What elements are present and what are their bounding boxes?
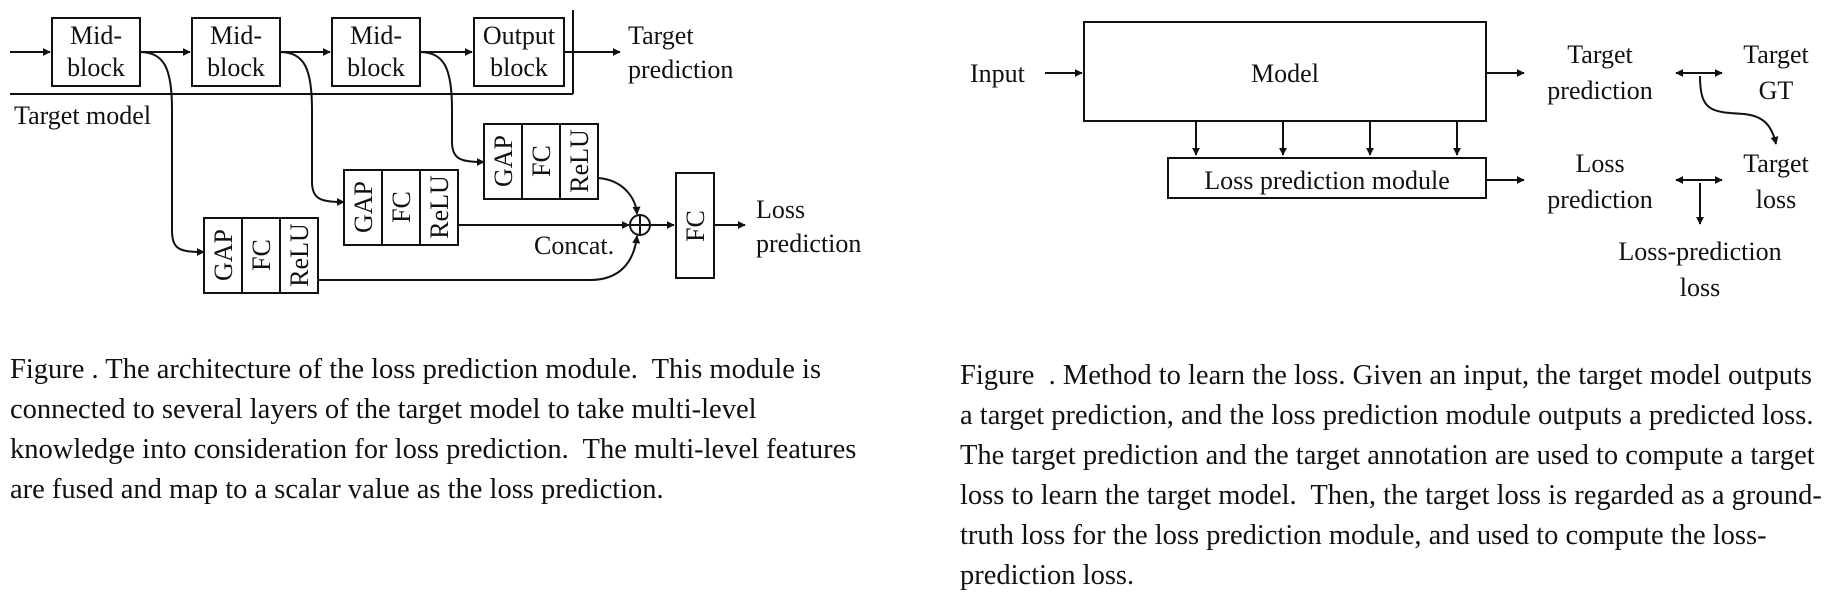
concat-node	[629, 214, 651, 236]
svg-text:Output: Output	[483, 21, 556, 50]
output-block: Output block	[473, 17, 565, 87]
svg-text:Mid-: Mid-	[210, 21, 262, 50]
fig2-target-prediction-label: Target prediction	[1547, 40, 1652, 105]
mid-block-1: Mid- block	[51, 17, 141, 87]
svg-text:prediction: prediction	[628, 55, 733, 84]
relu-label: ReLU	[285, 223, 314, 287]
gap-label: GAP	[489, 135, 518, 187]
fig1-target-prediction-label: Target prediction	[628, 21, 733, 84]
svg-text:prediction: prediction	[1547, 185, 1652, 214]
svg-text:Loss-prediction: Loss-prediction	[1618, 237, 1781, 266]
svg-text:Target: Target	[628, 21, 694, 50]
svg-text:FC: FC	[681, 210, 710, 242]
svg-text:Target: Target	[1743, 149, 1809, 178]
svg-text:Mid-: Mid-	[70, 21, 122, 50]
svg-text:Loss: Loss	[756, 195, 805, 224]
fig1-loss-prediction-label: Loss prediction	[756, 195, 861, 258]
target-gt-label: Target GT	[1743, 40, 1809, 105]
caption-label: Figure	[960, 360, 1035, 391]
fig2-loss-prediction-label: Loss prediction	[1547, 149, 1652, 214]
figure-1-diagram: Target model Mid- block Mid- block Mid- …	[10, 10, 861, 294]
mid-block-2: Mid- block	[191, 17, 281, 87]
svg-text:loss: loss	[1756, 185, 1796, 214]
gap-label: GAP	[349, 181, 378, 233]
figure-1-caption: Figure . The architecture of the loss pr…	[10, 350, 880, 510]
branch-connector-3	[419, 51, 485, 166]
svg-text:Target: Target	[1567, 40, 1633, 69]
svg-text:GT: GT	[1759, 76, 1794, 105]
svg-text:loss: loss	[1680, 273, 1720, 302]
gap-label: GAP	[209, 229, 238, 281]
svg-text:prediction: prediction	[756, 229, 861, 258]
figure-2-diagram: Input Model Loss prediction module Targe…	[970, 21, 1810, 302]
loss-prediction-loss-label: Loss-prediction loss	[1618, 237, 1781, 302]
caption-text: . Method to learn the loss. Given an inp…	[960, 360, 1822, 591]
fc-label: FC	[387, 191, 416, 223]
fc-label: FC	[527, 145, 556, 177]
branch-stack-3: GAP FC ReLU	[483, 123, 599, 200]
svg-text:block: block	[67, 53, 125, 82]
svg-text:Loss prediction module: Loss prediction module	[1204, 166, 1450, 195]
svg-text:block: block	[207, 53, 265, 82]
branch-stack-2: GAP FC ReLU	[343, 169, 459, 246]
branch-stack-1: GAP FC ReLU	[203, 217, 319, 294]
loss-prediction-module-box: Loss prediction module	[1167, 157, 1487, 199]
figure-2-caption: Figure . Method to learn the loss. Given…	[960, 356, 1826, 596]
target-loss-label: Target loss	[1743, 149, 1809, 214]
to-target-loss-arrow	[1699, 75, 1779, 145]
relu-label: ReLU	[565, 129, 594, 193]
svg-text:Target: Target	[1743, 40, 1809, 69]
mid-block-3: Mid- block	[331, 17, 421, 87]
concat-label: Concat.	[534, 231, 614, 260]
model-box: Model	[1083, 21, 1487, 122]
merge-line-3	[597, 177, 641, 215]
branch-connector-1	[139, 51, 205, 256]
caption-label: Figure	[10, 354, 85, 385]
final-fc-box: FC	[675, 172, 715, 279]
svg-text:block: block	[347, 53, 405, 82]
input-label: Input	[970, 59, 1026, 88]
relu-label: ReLU	[425, 175, 454, 239]
merge-line-1	[318, 235, 641, 281]
branch-connector-2	[279, 51, 345, 206]
svg-text:Mid-: Mid-	[350, 21, 402, 50]
caption-text: . The architecture of the loss predictio…	[10, 354, 864, 505]
svg-text:block: block	[490, 53, 548, 82]
svg-text:Loss: Loss	[1575, 149, 1624, 178]
svg-text:prediction: prediction	[1547, 76, 1652, 105]
fc-label: FC	[247, 239, 276, 271]
target-model-label: Target model	[14, 101, 151, 130]
svg-text:Model: Model	[1251, 59, 1319, 88]
